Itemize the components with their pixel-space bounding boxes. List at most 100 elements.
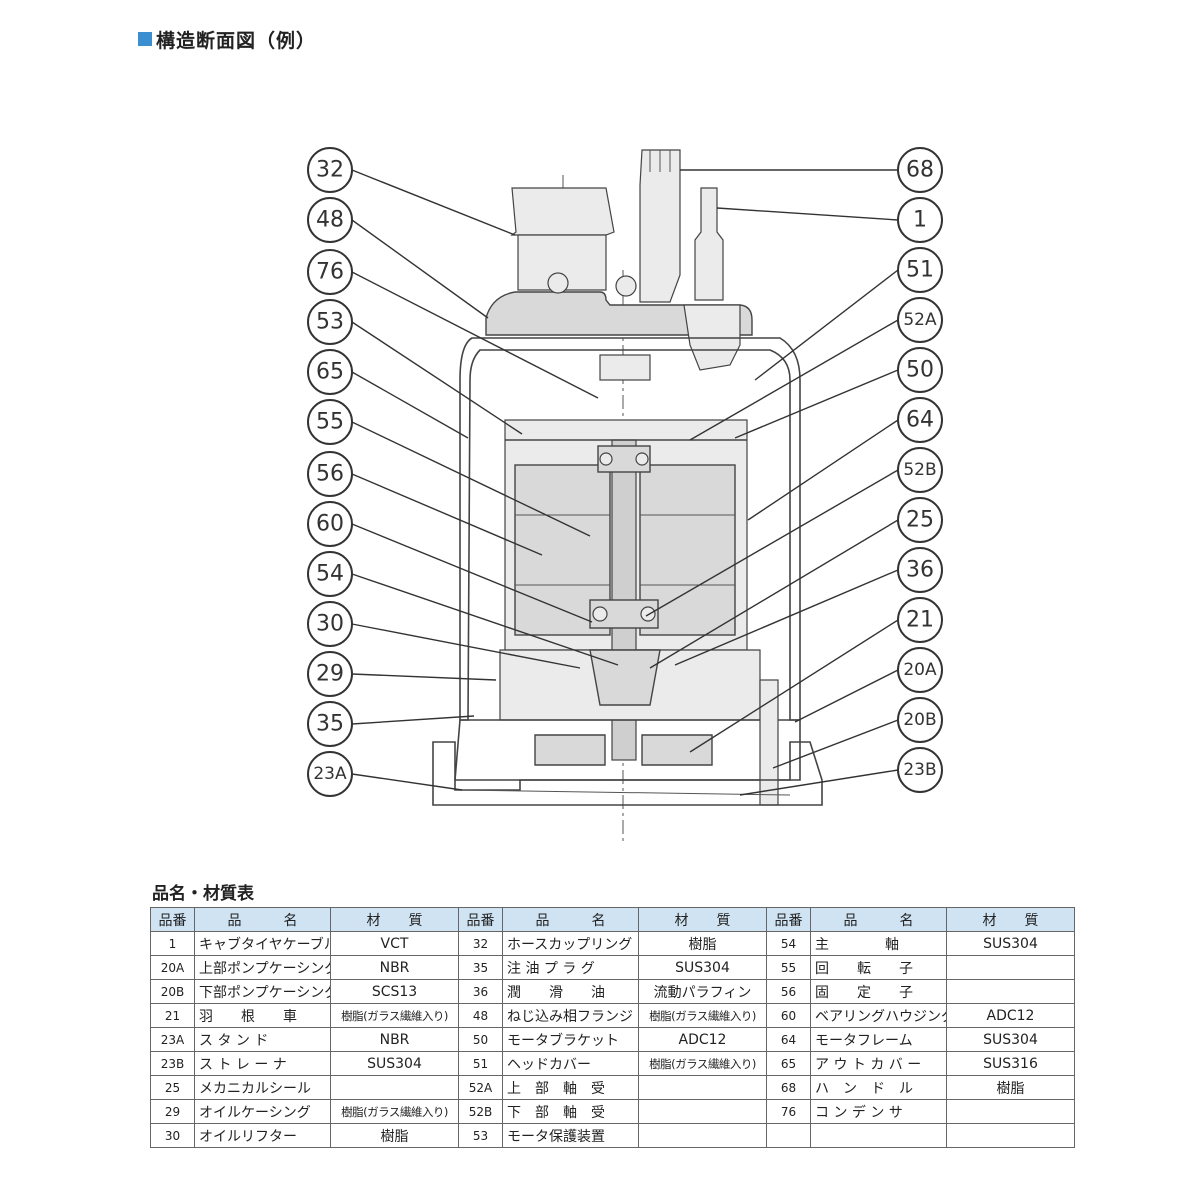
svg-text:64: 64 — [906, 408, 934, 433]
part-number-cell: 65 — [766, 1051, 811, 1076]
svg-text:23A: 23A — [313, 764, 347, 784]
material-cell: 樹脂(ガラス繊維入り) — [330, 1099, 459, 1124]
part-name-cell: モータブラケット — [502, 1027, 639, 1052]
material-cell: ADC12 — [946, 1003, 1075, 1028]
callout-56: 56 — [307, 451, 353, 497]
part-name-cell: 回 転 子 — [810, 955, 947, 980]
svg-text:53: 53 — [316, 310, 344, 335]
svg-text:54: 54 — [316, 562, 344, 587]
part-name-cell: 下部ポンプケーシング — [194, 979, 331, 1004]
callout-21: 21 — [897, 597, 943, 643]
part-name-cell: ねじ込み相フランジ — [502, 1003, 639, 1028]
material-cell — [638, 1099, 767, 1124]
header-material: 材 質 — [330, 907, 459, 932]
material-cell — [946, 955, 1075, 980]
callout-20A: 20A — [897, 647, 943, 693]
part-number-cell: 32 — [458, 931, 503, 956]
callout-52A: 52A — [897, 297, 943, 343]
material-cell — [946, 1099, 1075, 1124]
part-name-cell: モータフレーム — [810, 1027, 947, 1052]
material-cell: ADC12 — [638, 1027, 767, 1052]
material-cell: VCT — [330, 931, 459, 956]
part-name-cell: 羽 根 車 — [194, 1003, 331, 1028]
part-number-cell: 36 — [458, 979, 503, 1004]
header-name: 品 名 — [810, 907, 947, 932]
material-cell: NBR — [330, 1027, 459, 1052]
table-title: 品名・材質表 — [152, 884, 254, 904]
part-number-cell: 48 — [458, 1003, 503, 1028]
part-number-cell: 56 — [766, 979, 811, 1004]
part-number-cell: 55 — [766, 955, 811, 980]
svg-text:36: 36 — [906, 558, 934, 583]
material-cell: 流動パラフィン — [638, 979, 767, 1004]
callout-32: 32 — [307, 147, 353, 193]
svg-text:50: 50 — [906, 358, 934, 383]
part-number-cell: 23A — [150, 1027, 195, 1052]
part-name-cell: 固 定 子 — [810, 979, 947, 1004]
callout-51: 51 — [897, 247, 943, 293]
part-number-cell: 50 — [458, 1027, 503, 1052]
svg-text:51: 51 — [906, 258, 934, 283]
material-cell: 樹脂(ガラス繊維入り) — [638, 1003, 767, 1028]
section-header: 構造断面図（例） — [138, 26, 316, 52]
material-cell: SCS13 — [330, 979, 459, 1004]
part-number-cell: 1 — [150, 931, 195, 956]
svg-text:29: 29 — [316, 662, 344, 687]
material-cell: SUS304 — [946, 931, 1075, 956]
material-cell: 樹脂 — [946, 1075, 1075, 1100]
callout-29: 29 — [307, 651, 353, 697]
callout-50: 50 — [897, 347, 943, 393]
svg-text:60: 60 — [316, 512, 344, 537]
svg-text:20B: 20B — [903, 710, 936, 730]
header-square-icon — [138, 32, 152, 46]
svg-text:35: 35 — [316, 712, 344, 737]
callout-30: 30 — [307, 601, 353, 647]
header-name: 品 名 — [194, 907, 331, 932]
callout-53: 53 — [307, 299, 353, 345]
callout-65: 65 — [307, 349, 353, 395]
part-name-cell — [810, 1123, 947, 1148]
callout-48: 48 — [307, 197, 353, 243]
part-number-cell: 52A — [458, 1075, 503, 1100]
material-cell — [330, 1075, 459, 1100]
leader-lines — [351, 169, 899, 796]
part-number-cell: 30 — [150, 1123, 195, 1148]
material-cell: SUS304 — [330, 1051, 459, 1076]
svg-text:55: 55 — [316, 410, 344, 435]
part-name-cell: ヘッドカバー — [502, 1051, 639, 1076]
part-number-cell: 52B — [458, 1099, 503, 1124]
callout-25: 25 — [897, 497, 943, 543]
svg-text:20A: 20A — [903, 660, 937, 680]
header-no: 品番 — [458, 907, 503, 932]
svg-text:32: 32 — [316, 158, 344, 183]
callout-36: 36 — [897, 547, 943, 593]
part-name-cell: 上部ポンプケーシング — [194, 955, 331, 980]
material-cell — [946, 1123, 1075, 1148]
header-no: 品番 — [766, 907, 811, 932]
callouts-left: 32 48 76 53 65 55 56 60 54 30 29 35 23A — [307, 147, 353, 797]
svg-text:25: 25 — [906, 508, 934, 533]
material-cell — [946, 979, 1075, 1004]
header-material: 材 質 — [946, 907, 1075, 932]
callout-20B: 20B — [897, 697, 943, 743]
part-number-cell: 21 — [150, 1003, 195, 1028]
part-name-cell: ベアリングハウジング — [810, 1003, 947, 1028]
svg-text:52A: 52A — [903, 310, 937, 330]
callout-60: 60 — [307, 501, 353, 547]
part-name-cell: ス タ ン ド — [194, 1027, 331, 1052]
part-number-cell: 60 — [766, 1003, 811, 1028]
material-cell: SUS316 — [946, 1051, 1075, 1076]
callout-76: 76 — [307, 249, 353, 295]
part-number-cell: 20B — [150, 979, 195, 1004]
part-name-cell: オイルケーシング — [194, 1099, 331, 1124]
part-name-cell: 上 部 軸 受 — [502, 1075, 639, 1100]
part-number-cell: 64 — [766, 1027, 811, 1052]
part-name-cell: 注 油 プ ラ グ — [502, 955, 639, 980]
pump-cross-section-diagram: 32 48 76 53 65 55 56 60 54 30 29 35 23A … — [307, 147, 943, 845]
header-name: 品 名 — [502, 907, 639, 932]
